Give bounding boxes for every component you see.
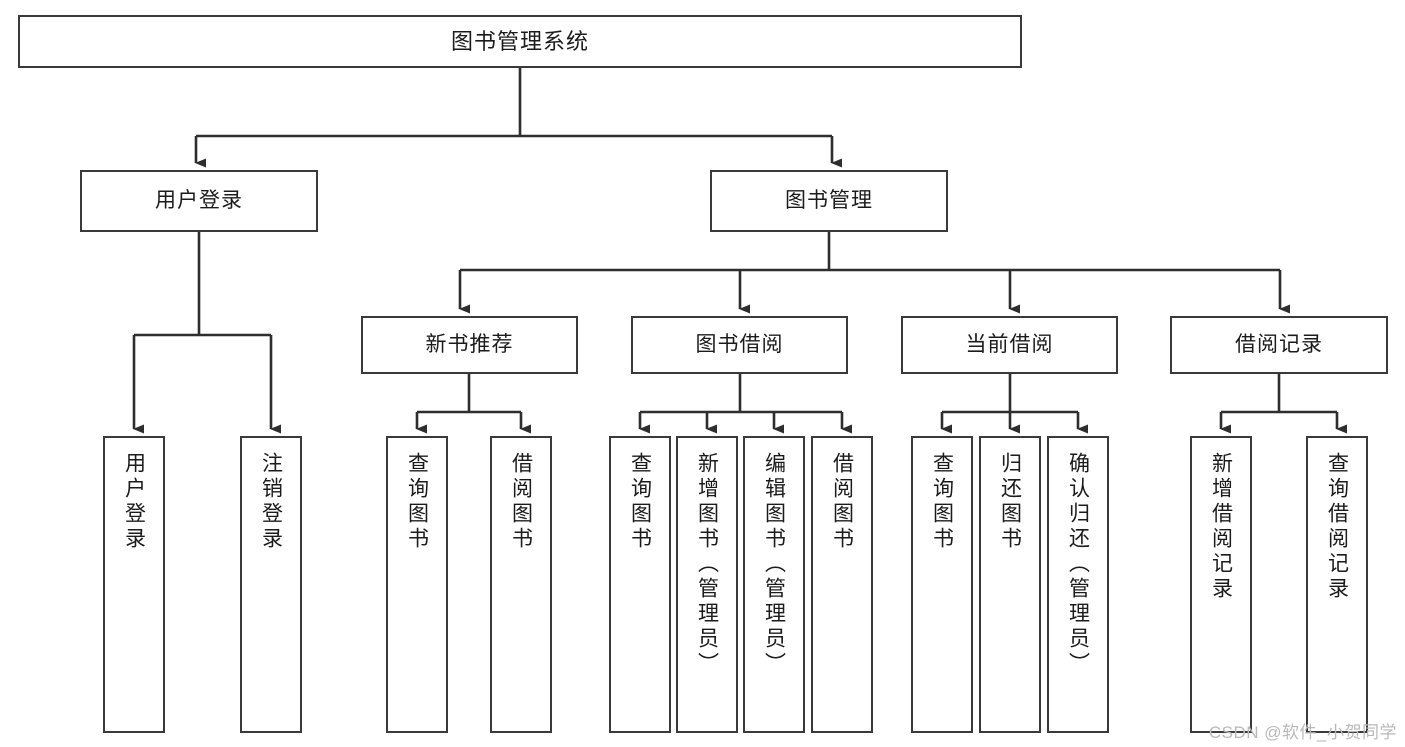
node-label: 查询图书: [930, 452, 954, 552]
node-label: 图书借阅: [695, 332, 784, 356]
node-leaf-confirm-return-admin[interactable]: 确认归还（管理员）: [1047, 436, 1109, 733]
node-current-borrow[interactable]: 当前借阅: [901, 316, 1118, 374]
node-leaf-return-book[interactable]: 归还图书: [979, 436, 1041, 733]
node-leaf-edit-book-admin[interactable]: 编辑图书（管理员）: [743, 436, 805, 733]
node-label: 图书管理系统: [450, 28, 589, 54]
node-leaf-user-login[interactable]: 用户登录: [103, 436, 165, 733]
node-label: 查询图书: [628, 452, 652, 552]
node-label: 查询借阅记录: [1325, 452, 1349, 602]
node-label: 借阅记录: [1235, 332, 1323, 356]
node-leaf-borrow-book-rec[interactable]: 借阅图书: [490, 436, 552, 733]
node-leaf-query-borrow-record[interactable]: 查询借阅记录: [1306, 436, 1368, 733]
node-leaf-add-borrow-record[interactable]: 新增借阅记录: [1190, 436, 1252, 733]
node-leaf-logout[interactable]: 注销登录: [240, 436, 302, 733]
node-label: 新增借阅记录: [1209, 452, 1233, 602]
node-label: 编辑图书（管理员）: [762, 452, 786, 677]
node-label: 当前借阅: [965, 332, 1054, 356]
watermark-text: CSDN @软件_小贺同学: [1208, 723, 1397, 742]
node-label: 借阅图书: [830, 452, 854, 552]
node-label: 用户登录: [155, 188, 243, 212]
node-leaf-query-book-rec[interactable]: 查询图书: [386, 436, 448, 733]
node-user-login[interactable]: 用户登录: [80, 170, 318, 232]
node-book-borrow[interactable]: 图书借阅: [631, 316, 848, 374]
node-root-system[interactable]: 图书管理系统: [18, 15, 1022, 68]
node-label: 新增图书（管理员）: [695, 452, 719, 677]
node-label: 注销登录: [259, 452, 283, 552]
node-label: 借阅图书: [509, 452, 533, 552]
node-leaf-query-book-current[interactable]: 查询图书: [911, 436, 973, 733]
node-borrow-record[interactable]: 借阅记录: [1170, 316, 1388, 374]
node-leaf-borrow-book[interactable]: 借阅图书: [811, 436, 873, 733]
node-label: 查询图书: [405, 452, 429, 552]
node-label: 归还图书: [998, 452, 1022, 552]
node-book-management[interactable]: 图书管理: [710, 170, 948, 232]
node-leaf-query-book-borrow[interactable]: 查询图书: [609, 436, 671, 733]
node-label: 用户登录: [122, 452, 146, 552]
node-label: 确认归还（管理员）: [1066, 452, 1090, 677]
node-leaf-add-book-admin[interactable]: 新增图书（管理员）: [676, 436, 738, 733]
node-label: 图书管理: [785, 188, 873, 212]
node-label: 新书推荐: [425, 332, 514, 356]
node-new-book-recommend[interactable]: 新书推荐: [361, 316, 578, 374]
